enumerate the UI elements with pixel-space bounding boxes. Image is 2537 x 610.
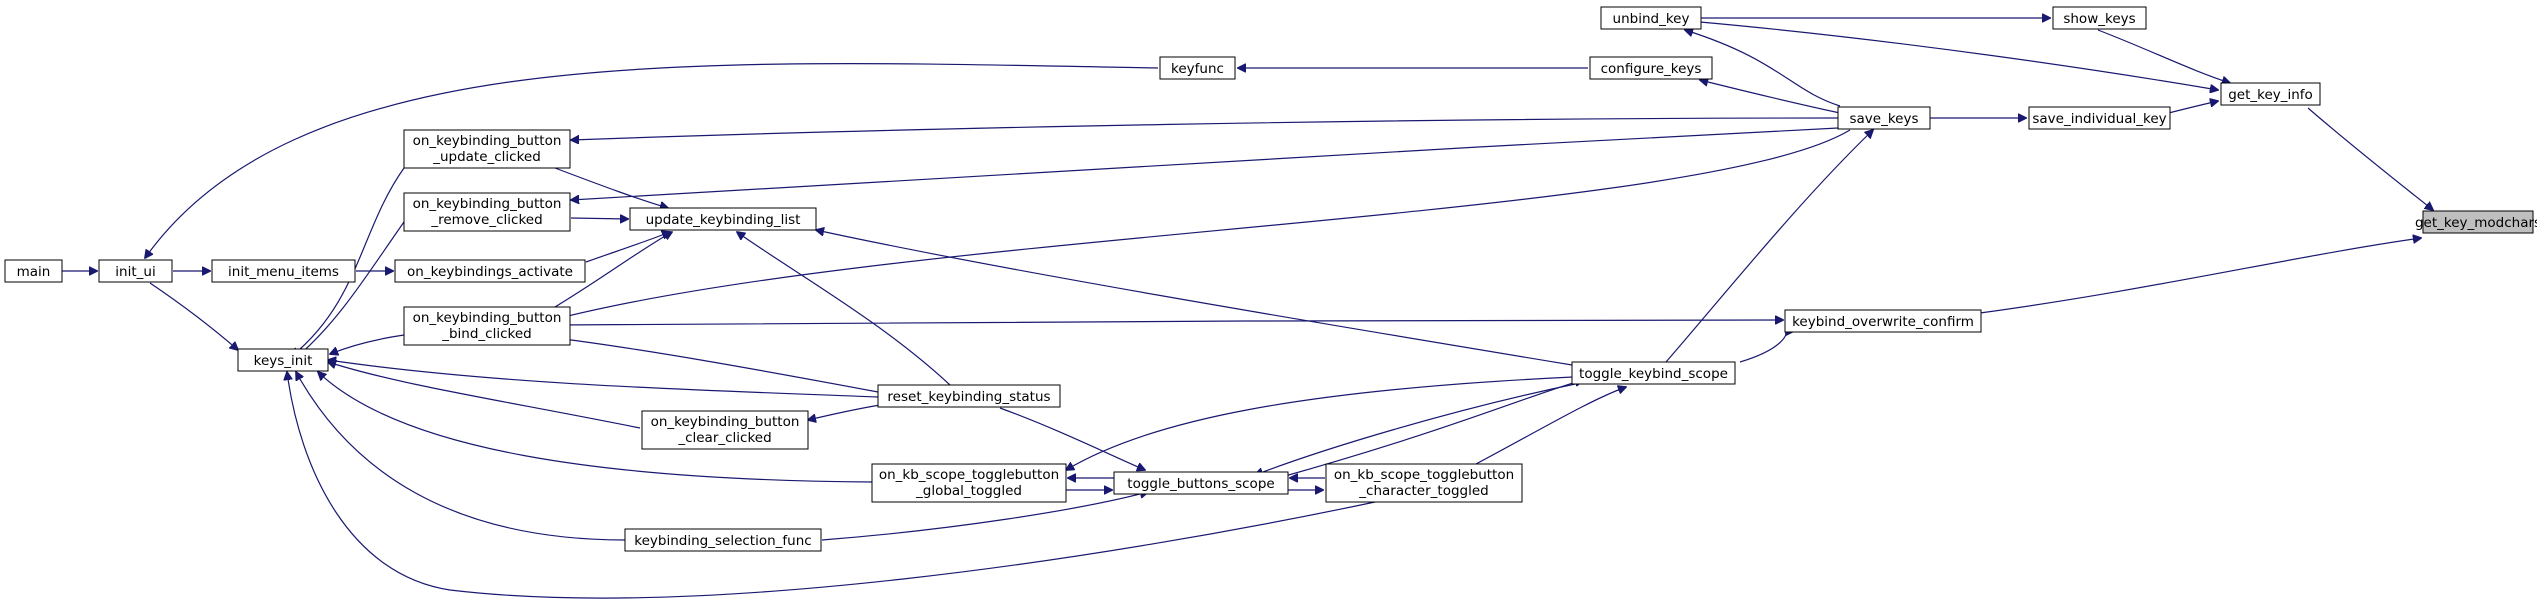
edge-reset-status-to-keys-init bbox=[328, 360, 879, 398]
node-label-line-2: _clear_clicked bbox=[677, 430, 771, 446]
node-label: toggle_buttons_scope bbox=[1127, 476, 1274, 492]
edge-save-keys-to-configure-keys bbox=[1700, 80, 1841, 114]
node-label: configure_keys bbox=[1601, 61, 1702, 77]
edge-character-toggled-to-toggle-keybind-scope bbox=[1475, 387, 1626, 465]
node-get-key-modchars[interactable]: get_key_modchars bbox=[2415, 210, 2537, 234]
node-keys-init[interactable]: keys_init bbox=[237, 348, 329, 372]
edge-remove-clicked-to-keys-init bbox=[298, 221, 405, 356]
node-label: keybinding_selection_func bbox=[634, 533, 811, 549]
edge-show-keys-to-get-key-info bbox=[2097, 29, 2230, 83]
node-label: update_keybinding_list bbox=[646, 212, 801, 228]
node-label: show_keys bbox=[2063, 11, 2135, 27]
edge-save-keys-to-unbind-key bbox=[1685, 30, 1841, 107]
node-label: toggle_keybind_scope bbox=[1579, 366, 1728, 382]
edge-toggle-keybind-scope-to-save-keys bbox=[1665, 130, 1873, 363]
node-on-keybinding-button-remove-clicked[interactable]: on_keybinding_button _remove_clicked bbox=[403, 192, 571, 232]
node-keybinding-selection-func[interactable]: keybinding_selection_func bbox=[624, 528, 822, 552]
node-label: keys_init bbox=[254, 353, 313, 369]
nodes: get_key_modchars get_key_info keybind_ov… bbox=[4, 6, 2537, 552]
node-label: reset_keybinding_status bbox=[887, 389, 1050, 405]
node-init-menu-items[interactable]: init_menu_items bbox=[211, 259, 356, 283]
node-toggle-buttons-scope[interactable]: toggle_buttons_scope bbox=[1113, 471, 1289, 495]
node-on-kb-scope-togglebutton-character-toggled[interactable]: on_kb_scope_togglebutton _character_togg… bbox=[1325, 463, 1523, 503]
edge-init-ui-to-keys-init bbox=[149, 282, 238, 350]
edge-reset-status-to-bind-clicked bbox=[556, 338, 879, 393]
edge-toggle-keybind-scope-to-update-list bbox=[816, 230, 1573, 366]
node-label-line-1: on_kb_scope_togglebutton bbox=[1334, 467, 1514, 483]
node-label-line-2: _remove_clicked bbox=[430, 212, 542, 228]
node-label: save_keys bbox=[1849, 111, 1918, 127]
node-main[interactable]: main bbox=[4, 259, 63, 283]
edge-toggle-keybind-scope-to-overwrite-confirm bbox=[1739, 327, 1787, 363]
node-on-keybindings-activate[interactable]: on_keybindings_activate bbox=[394, 259, 586, 283]
node-label: get_key_info bbox=[2228, 87, 2313, 103]
node-toggle-keybind-scope[interactable]: toggle_keybind_scope bbox=[1571, 361, 1736, 385]
edge-update-clicked-to-keys-init bbox=[292, 167, 405, 356]
edge-bind-clicked-to-update-list bbox=[549, 232, 672, 311]
node-on-keybinding-button-update-clicked[interactable]: on_keybinding_button _update_clicked bbox=[403, 129, 571, 169]
node-label-line-2: _update_clicked bbox=[432, 149, 541, 165]
node-keyfunc[interactable]: keyfunc bbox=[1159, 56, 1236, 80]
node-init-ui[interactable]: init_ui bbox=[98, 259, 173, 283]
edge-character-toggled-to-keys-init bbox=[287, 372, 1376, 599]
node-label-line-2: _character_toggled bbox=[1358, 483, 1488, 499]
edge-keyfunc-to-init-ui bbox=[145, 63, 1159, 258]
edge-toggle-buttons-scope-to-toggle-keybind-scope bbox=[1277, 380, 1583, 479]
node-label: init_ui bbox=[115, 264, 155, 280]
edge-keybind-overwrite-confirm-to-get-key-modchars bbox=[1979, 238, 2421, 314]
node-label: keybind_overwrite_confirm bbox=[1792, 314, 1974, 330]
node-show-keys[interactable]: show_keys bbox=[2052, 6, 2147, 30]
node-label-line-2: _bind_clicked bbox=[441, 326, 532, 342]
node-label: on_keybindings_activate bbox=[407, 264, 573, 280]
edge-global-toggled-to-keys-init bbox=[318, 372, 873, 483]
node-label-line-1: on_keybinding_button bbox=[651, 414, 800, 430]
edge-bind-clicked-to-overwrite-confirm bbox=[554, 320, 1783, 326]
node-update-keybinding-list[interactable]: update_keybinding_list bbox=[629, 207, 817, 231]
node-label: unbind_key bbox=[1613, 11, 1690, 27]
node-label: get_key_modchars bbox=[2415, 215, 2537, 231]
node-on-kb-scope-togglebutton-global-toggled[interactable]: on_kb_scope_togglebutton _global_toggled bbox=[871, 463, 1067, 503]
edge-toggle-keybind-scope-to-toggle-buttons-scope bbox=[1255, 382, 1581, 475]
node-label: save_individual_key bbox=[2032, 111, 2166, 127]
edge-reset-status-to-update-list bbox=[737, 232, 951, 386]
node-label-line-2: _global_toggled bbox=[915, 483, 1022, 499]
node-label-line-1: on_keybinding_button bbox=[413, 196, 562, 212]
node-label-line-1: on_keybinding_button bbox=[413, 310, 562, 326]
edge-clear-clicked-to-keys-init bbox=[328, 362, 641, 429]
edge-save-keys-to-update-clicked bbox=[571, 117, 1839, 140]
node-label-line-1: on_keybinding_button bbox=[413, 133, 562, 149]
node-on-keybinding-button-clear-clicked[interactable]: on_keybinding_button _clear_clicked bbox=[641, 410, 809, 450]
edge-selection-func-to-toggle-buttons-scope bbox=[821, 492, 1148, 541]
node-unbind-key[interactable]: unbind_key bbox=[1600, 6, 1702, 30]
node-get-key-info[interactable]: get_key_info bbox=[2220, 82, 2321, 106]
edge-reset-status-to-toggle-buttons-scope bbox=[999, 407, 1145, 470]
node-label: keyfunc bbox=[1171, 61, 1224, 77]
node-configure-keys[interactable]: configure_keys bbox=[1589, 56, 1713, 80]
edge-save-keys-to-bind-clicked bbox=[552, 129, 1851, 320]
edge-get-key-info-to-get-key-modchars bbox=[2307, 107, 2433, 210]
node-label: main bbox=[17, 264, 51, 280]
edge-selection-func-to-keys-init bbox=[296, 372, 626, 541]
edge-toggle-keybind-scope-to-global-toggled bbox=[1066, 376, 1574, 470]
edge-keybindings-activate-to-update-list bbox=[585, 232, 670, 263]
node-save-keys[interactable]: save_keys bbox=[1837, 106, 1931, 130]
edge-remove-clicked-to-update-list bbox=[570, 218, 628, 219]
node-label: init_menu_items bbox=[228, 264, 339, 280]
node-on-keybinding-button-bind-clicked[interactable]: on_keybinding_button _bind_clicked bbox=[403, 306, 571, 346]
edge-reset-status-to-clear-clicked bbox=[808, 404, 881, 420]
edge-bind-clicked-to-keys-init bbox=[330, 334, 405, 354]
edge-unbind-key-to-get-key-info bbox=[1699, 21, 2218, 90]
edge-save-keys-to-remove-clicked bbox=[571, 127, 1839, 200]
edge-update-clicked-to-update-list bbox=[554, 167, 668, 208]
node-keybind-overwrite-confirm[interactable]: keybind_overwrite_confirm bbox=[1784, 309, 1982, 333]
node-label-line-1: on_kb_scope_togglebutton bbox=[879, 467, 1059, 483]
node-reset-keybinding-status[interactable]: reset_keybinding_status bbox=[877, 384, 1061, 408]
node-save-individual-key[interactable]: save_individual_key bbox=[2028, 106, 2171, 130]
